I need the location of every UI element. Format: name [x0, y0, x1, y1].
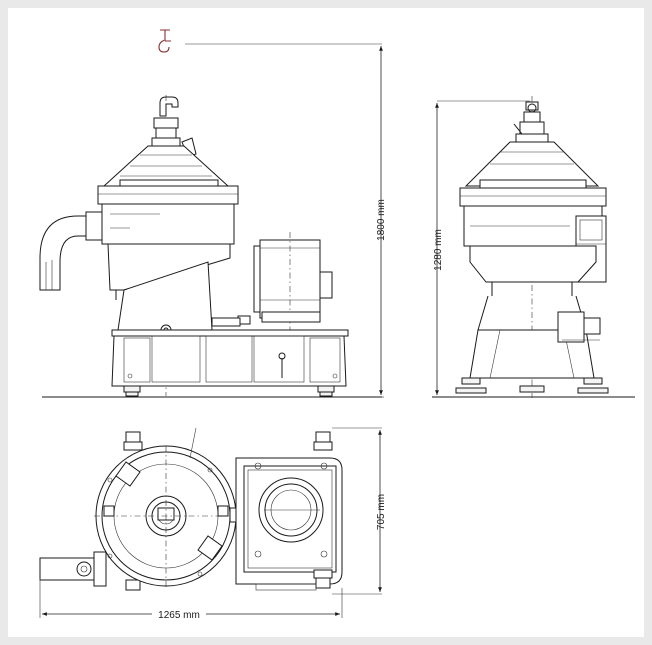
plan-view: 705 mm 1265 mm [39, 427, 387, 621]
technical-drawing: 1800 mm [8, 8, 644, 637]
plan-length-dimension: 1265 mm [158, 610, 200, 621]
front-view: 1800 mm [39, 29, 387, 398]
side-view: 1280 mm [432, 96, 635, 398]
separator-drawing-svg: 1800 mm [39, 29, 635, 621]
front-height-dimension: 1800 mm [376, 199, 387, 241]
lifting-hook-icon [158, 29, 171, 53]
plan-width-dimension: 705 mm [376, 494, 387, 530]
side-height-dimension: 1280 mm [433, 229, 444, 271]
